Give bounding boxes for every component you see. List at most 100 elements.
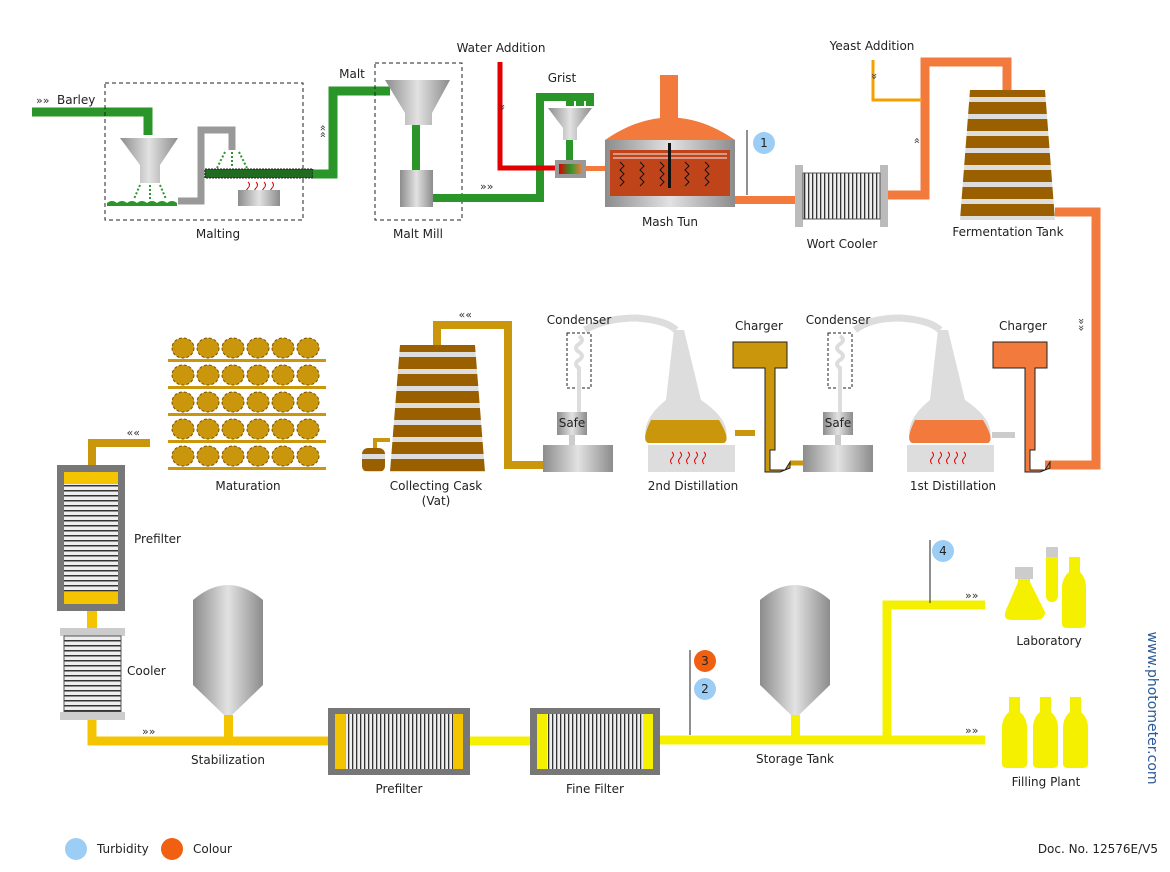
safe-pipe [569,435,575,445]
collecting-cask-sublabel: (Vat) [422,494,451,508]
barrel-icon [296,364,320,386]
malt-pipe [313,86,390,179]
prefilter-horizontal: Prefilter [328,708,470,796]
barrel-icon [171,337,195,359]
measuring-point-2[interactable]: 2 [694,678,716,700]
barrel-icon [196,364,220,386]
grist-hopper [548,108,592,140]
mash-pipe [586,166,606,171]
point-number: 1 [760,136,768,150]
measuring-point-4[interactable]: 4 [932,540,954,562]
barrel-icon [171,418,195,440]
kiln-conveyor [204,168,314,179]
mixer-content [559,164,582,174]
grist-pipe [433,93,594,202]
barrel-icon [196,391,220,413]
malt-mill-label: Malt Mill [393,227,443,241]
prefilter-vertical-label: Prefilter [134,532,181,546]
grist-label: Grist [548,71,577,85]
barrel-icon [246,364,270,386]
barrel-icon [296,418,320,440]
flask-neck [1015,567,1033,579]
filling-plant-label: Filling Plant [1012,775,1081,789]
wash-pipe [1045,207,1101,470]
point-number: 3 [701,654,709,668]
barrel-shelf [168,386,326,389]
condenser-coil [574,334,584,412]
cooler-label: Cooler [127,664,166,678]
barrel-icon [246,445,270,467]
doc-number: Doc. No. 12576E/V5 [1038,842,1158,856]
stabilization-label: Stabilization [191,753,265,767]
mill-feed [412,125,420,171]
prefilter-elements [64,484,118,592]
safe-pipe [835,435,841,445]
legend-colour: Colour [193,842,232,856]
barrel-icon [196,445,220,467]
maturation-barrels [168,337,326,470]
safe-1-label: Safe [825,416,852,430]
test-tube-top [1046,547,1058,557]
fine-filter-cap [643,714,653,769]
charger-2-label: Charger [735,319,783,333]
stabilization-tank: Stabilization [191,585,265,767]
storage-tank-body [760,585,830,715]
safe-2 [557,412,587,435]
measuring-point-1[interactable]: 1 [753,132,775,154]
turbidity-legend-marker [65,838,87,860]
mill-hopper [385,80,450,125]
cooler-plate [880,165,888,227]
charger-2 [732,341,791,473]
bottle-icon [1063,697,1088,768]
yeast-addition-label: Yeast Addition [829,39,915,53]
flow-arrow-icon: » [910,137,923,144]
mill [400,170,433,207]
cooler-plate [795,165,803,227]
prefilter-vertical: Prefilter [57,465,181,611]
stirrer-shaft [668,143,671,188]
barrel-icon [271,364,295,386]
malt-mill-box [374,62,463,221]
barrel-icon [221,391,245,413]
second-distillation: Charger Condenser Safe 2nd Distillation [543,313,791,493]
barrel-icon [221,337,245,359]
stabilization-tank-body [193,585,263,715]
barrel-icon [246,418,270,440]
lyne-arm [583,314,679,334]
cooler-plate [60,712,125,720]
wort-cooler: Wort Cooler [795,165,888,251]
charger-1 [992,341,1051,473]
heat-icon [246,181,274,195]
fine-filter: Fine Filter [530,708,660,796]
prefilter-label: Prefilter [376,782,423,796]
fermentation-tank-body [960,90,1055,220]
flow-arrow-icon: » [868,73,881,80]
heat-icon [670,451,706,465]
turbidity-marker [753,132,775,154]
flow-arrow-icon: » [496,104,509,111]
safe-2-label: Safe [559,416,586,430]
barley-pipe [32,107,153,135]
malting-section: »» Barley Malting [32,82,314,241]
flow-arrow-icon: »» [127,427,140,440]
flask-icon [1004,567,1045,620]
prefilter-elements [345,714,453,769]
first-distillation: Charger Condenser Safe 1st Distillation [803,313,1051,493]
heat-icon [930,451,966,465]
barrel-icon [171,445,195,467]
cooler-coil [63,635,122,713]
still-2-content [645,420,727,443]
tank-outlet [791,715,800,737]
barrel-icon [296,337,320,359]
spray [216,151,248,169]
filling-plant: Filling Plant [1002,697,1088,789]
whisky-pipe [87,720,330,746]
website-link[interactable]: www.photometer.com [1144,631,1160,784]
measuring-point-3[interactable]: 3 [694,650,716,672]
barrel-icon [221,364,245,386]
maturation-label: Maturation [215,479,280,493]
storage-tank: Storage Tank [756,585,834,766]
water-addition-label: Water Addition [457,41,546,55]
barrel-icon [246,391,270,413]
